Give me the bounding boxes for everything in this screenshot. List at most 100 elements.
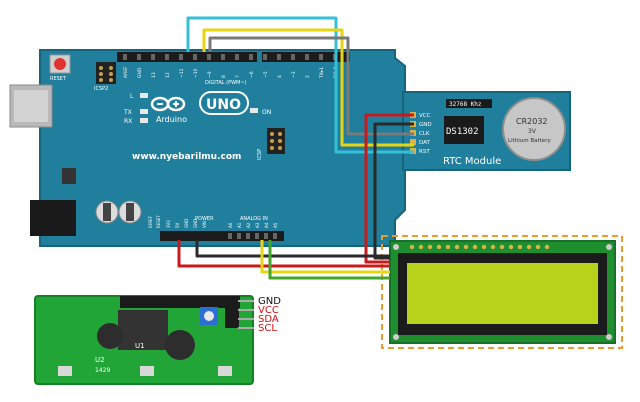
analog-pin-label: A3 xyxy=(255,222,260,228)
wire-scl-green xyxy=(268,240,390,280)
lcd-header-pin xyxy=(517,244,523,250)
chip-label: DS1302 xyxy=(446,127,479,137)
crystal-label: 32768 Khz xyxy=(449,101,482,108)
lcd-header-pin xyxy=(418,244,424,250)
icsp2-label: ICSP2 xyxy=(94,86,108,92)
icsp2-header xyxy=(96,62,116,84)
battery-type: Lithium Battery xyxy=(508,138,551,144)
digital-pin xyxy=(221,54,225,60)
part-label: 1429 xyxy=(95,367,110,374)
analog-pin-label: A2 xyxy=(246,222,251,228)
arduino-logo xyxy=(150,91,249,115)
analog-pin xyxy=(264,233,268,239)
digital-pin-label: 13 xyxy=(151,72,157,78)
digital-pin xyxy=(179,54,183,60)
lcd-display xyxy=(381,235,623,349)
pcf8574-chip xyxy=(118,310,168,350)
wire-clk-gray xyxy=(208,36,414,136)
reset-pin-label: RESET xyxy=(156,215,161,228)
lcd-header-pin xyxy=(481,244,487,250)
digital-pin-label: 12 xyxy=(165,72,171,78)
arduino-uno-board: RESET ICSP2 L TX RX ON UNO Arduino www.n… xyxy=(9,49,406,247)
lcd-header-pin xyxy=(544,244,550,250)
analog-pin-label: A4 xyxy=(264,222,269,228)
lcd-header-pin xyxy=(508,244,514,250)
lcd-header-pin xyxy=(427,244,433,250)
digital-pin xyxy=(249,54,253,60)
analog-pin-label: A0 xyxy=(228,222,233,228)
digital-pin xyxy=(277,54,281,60)
digital-pin xyxy=(123,54,127,60)
analog-pin xyxy=(228,233,232,239)
digital-pin-label: 7 xyxy=(235,75,241,78)
analog-label: ANALOG IN xyxy=(240,216,268,222)
rtc-pin-label: CLK xyxy=(419,131,430,137)
digital-pin-label: 4 xyxy=(277,75,283,78)
digital-pin xyxy=(165,54,169,60)
analog-pin xyxy=(237,233,241,239)
pin-gnd-label-2: GND xyxy=(193,219,198,228)
lcd-header-pin xyxy=(445,244,451,250)
analog-pin xyxy=(255,233,259,239)
rtc-pin-label: GND xyxy=(419,122,432,128)
icsp-label: ICSP xyxy=(257,149,263,160)
wire-rst-cyan xyxy=(186,16,414,154)
digital-pin xyxy=(193,54,197,60)
analog-pin xyxy=(246,233,250,239)
u2-label: U2 xyxy=(95,356,105,364)
lcd-header-pin xyxy=(436,244,442,250)
rtc-pin-label: VCC xyxy=(419,113,431,119)
analog-pin-label: A5 xyxy=(273,222,278,228)
wire-rtc-gnd-black xyxy=(373,122,414,260)
power-label: POWER xyxy=(195,216,214,222)
lcd-header-pin xyxy=(463,244,469,250)
led-tx xyxy=(140,109,148,114)
digital-pin-label: AREF xyxy=(123,66,129,78)
wires xyxy=(177,16,414,280)
lcd-header-pins xyxy=(409,244,550,250)
lcd-header-pin xyxy=(472,244,478,250)
jumper-cap xyxy=(97,323,123,349)
ds1302-chip xyxy=(444,116,484,144)
led-on xyxy=(250,108,258,113)
pin-vin-label: VIN xyxy=(202,221,207,228)
wire-sda-yellow xyxy=(260,240,390,274)
digital-pin xyxy=(235,54,239,60)
reset-button-cap[interactable] xyxy=(54,58,66,70)
digital-pin-label: ~10 xyxy=(193,68,199,78)
led-rx-label: RX xyxy=(124,118,132,125)
led-rx xyxy=(140,118,148,123)
icsp-header xyxy=(267,128,285,154)
pin-3v3-label: 3V3 xyxy=(166,220,171,228)
analog-pin xyxy=(273,233,277,239)
i2c-header xyxy=(120,296,240,308)
rtc-module-label: RTC Module xyxy=(443,156,501,167)
digital-pin-label: ~11 xyxy=(179,68,185,78)
battery-model: CR2032 xyxy=(516,117,548,126)
digital-pin xyxy=(291,54,295,60)
analog-pin-label: A1 xyxy=(237,222,242,228)
rtc-pin xyxy=(410,139,416,145)
website-label: www.nyebarilmu.com xyxy=(132,152,241,162)
i2c-pin-label: SDA xyxy=(258,314,279,325)
lcd-screen xyxy=(407,263,598,324)
digital-pin-label: ~3 xyxy=(291,71,297,78)
u1-label: U1 xyxy=(135,342,145,350)
i2c-pin-label: GND xyxy=(258,296,281,307)
crystal xyxy=(446,99,492,108)
digital-pin-label: ~5 xyxy=(263,71,269,78)
rtc-pin-label: DAT xyxy=(419,140,430,146)
digital-pin xyxy=(319,54,323,60)
led-l xyxy=(140,93,148,98)
digital-pin xyxy=(263,54,267,60)
digital-pin-label: 8 xyxy=(221,75,227,78)
analog-pin-labels: A0 A1 A2 A3 A4 A5 xyxy=(228,222,278,239)
digital-pin xyxy=(305,54,309,60)
analog-header xyxy=(222,231,284,241)
power-header xyxy=(160,231,230,241)
lcd-header-pin xyxy=(499,244,505,250)
lcd-header-pin xyxy=(409,244,415,250)
reset-label: RESET xyxy=(50,76,67,82)
